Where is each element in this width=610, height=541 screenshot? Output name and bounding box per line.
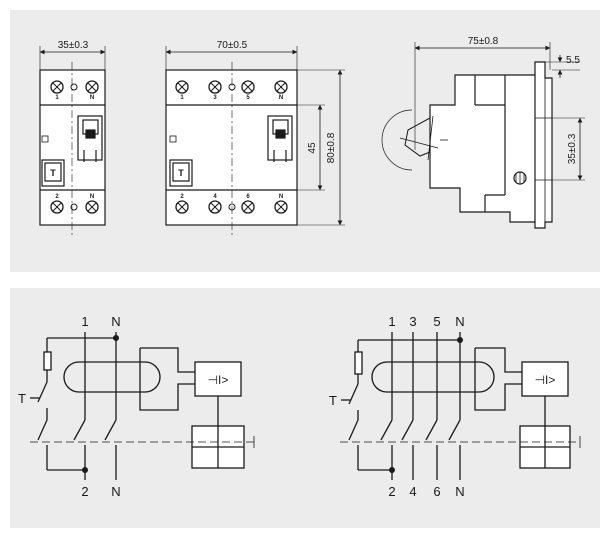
- test-label: T: [18, 391, 26, 406]
- dim-height-80: 80±0.8: [326, 132, 337, 163]
- schematic-terminal: 6: [433, 484, 440, 499]
- front-view-2-pole: [39, 46, 106, 235]
- schematic-terminal: 3: [409, 314, 416, 329]
- schematic-terminal: N: [455, 314, 464, 329]
- terminal-label: N: [90, 194, 94, 200]
- schematic-terminal: 4: [409, 484, 416, 499]
- terminal-label: 2: [180, 194, 184, 200]
- terminal-label: 1: [180, 95, 184, 101]
- schematic-terminal: N: [111, 314, 120, 329]
- schematic-terminal: 5: [433, 314, 440, 329]
- dim-rail-height: 35±0.3: [567, 133, 578, 164]
- test-label: T: [329, 393, 337, 408]
- terminal-label: 3: [213, 95, 217, 101]
- schematic-terminal: 2: [388, 484, 395, 499]
- terminal-label: 2: [55, 194, 59, 200]
- trip-unit-symbol: ⊣I>: [208, 373, 229, 387]
- terminal-label: 6: [246, 194, 250, 200]
- terminal-label: N: [90, 95, 94, 101]
- dim-width-4-pole: 70±0.5: [217, 40, 248, 51]
- terminal-label: N: [279, 95, 283, 101]
- dim-depth: 75±0.8: [468, 36, 499, 47]
- trip-unit-symbol: ⊣I>: [535, 373, 556, 387]
- front-view-4-pole: [165, 46, 345, 235]
- schematic-2-pole: [30, 332, 255, 480]
- side-view: [381, 42, 585, 229]
- terminal-label: N: [279, 194, 283, 200]
- terminal-label: 5: [246, 95, 250, 101]
- schematic-panel: [10, 288, 600, 528]
- terminal-label: 4: [213, 194, 217, 200]
- test-button-label: T: [178, 168, 184, 178]
- terminal-label: 1: [55, 95, 59, 101]
- schematic-terminal: N: [111, 484, 120, 499]
- test-button-label: T: [50, 168, 56, 178]
- schematic-terminal: N: [455, 484, 464, 499]
- schematic-terminal: 1: [81, 314, 88, 329]
- dim-width-2-pole: 35±0.3: [58, 40, 89, 51]
- dim-rail-offset: 5.5: [566, 55, 580, 66]
- schematic-terminal: 1: [388, 314, 395, 329]
- schematic-4-pole: [340, 332, 581, 480]
- dim-height-45: 45: [307, 142, 318, 154]
- schematic-terminal: 2: [81, 484, 88, 499]
